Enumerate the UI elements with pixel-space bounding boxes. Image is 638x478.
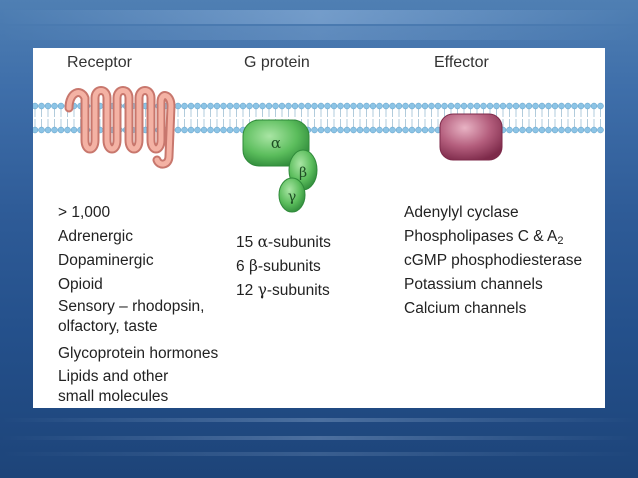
- effector-phospholipases: Phospholipases C & A2: [404, 225, 564, 253]
- receptor-sensory: Sensory – rhodopsin, olfactory, taste: [58, 297, 204, 337]
- beta-subunits-count: 6 β-subunits: [236, 254, 321, 279]
- receptor-dopaminergic: Dopaminergic: [58, 252, 154, 269]
- g-protein-complex: α β γ: [242, 119, 318, 213]
- effector-cgmp-phosphodiesterase: cGMP phosphodiesterase: [404, 252, 583, 269]
- alpha-label: -subunits: [268, 234, 331, 251]
- receptor-header: Receptor: [67, 54, 132, 71]
- gamma-symbol: γ: [288, 189, 296, 205]
- beta-label: -subunits: [257, 258, 321, 275]
- receptor-count: > 1,000: [58, 204, 111, 221]
- receptor-lipids-line1: Lipids and other: [58, 368, 169, 385]
- receptor-adrenergic: Adrenergic: [58, 228, 133, 245]
- gamma-subunits-count: 12 γ-subunits: [236, 278, 330, 303]
- receptor-lipids: Lipids and other small molecules: [58, 367, 168, 407]
- beta-symbol: β: [299, 165, 307, 181]
- alpha-subunit: [242, 119, 310, 167]
- effector-potassium-channels: Potassium channels: [404, 276, 543, 293]
- alpha-subunits-count: 15 α-subunits: [236, 230, 331, 255]
- alpha-symbol: α: [271, 134, 281, 152]
- receptor-shape: [64, 86, 176, 169]
- effector-shape: [439, 113, 503, 161]
- alpha-glyph: α: [257, 233, 269, 251]
- effector-calcium-channels: Calcium channels: [404, 300, 527, 317]
- phospholipases-subscript: 2: [557, 235, 564, 247]
- g-protein-header: G protein: [244, 54, 310, 71]
- receptor-sensory-line1: Sensory – rhodopsin,: [58, 298, 205, 315]
- gamma-subunit: [278, 177, 306, 213]
- effector-header: Effector: [434, 54, 489, 71]
- gamma-count: 12: [236, 282, 254, 299]
- gamma-label: -subunits: [266, 282, 330, 299]
- beta-glyph: β: [248, 257, 258, 275]
- phospholipases-text: Phospholipases C & A: [404, 228, 558, 245]
- receptor-glycoprotein: Glycoprotein hormones: [58, 345, 219, 362]
- receptor-lipids-line2: small molecules: [58, 388, 169, 405]
- diagram-panel: α β γ Receptor G protein Effector > 1,00…: [33, 48, 605, 408]
- membrane-diagram: α β γ: [33, 86, 604, 213]
- gamma-glyph: γ: [257, 281, 267, 299]
- beta-count: 6: [236, 258, 245, 275]
- receptor-opioid: Opioid: [58, 276, 103, 293]
- receptor-sensory-line2: olfactory, taste: [58, 318, 158, 335]
- effector-adenylyl-cyclase: Adenylyl cyclase: [404, 204, 519, 221]
- alpha-count: 15: [236, 234, 254, 251]
